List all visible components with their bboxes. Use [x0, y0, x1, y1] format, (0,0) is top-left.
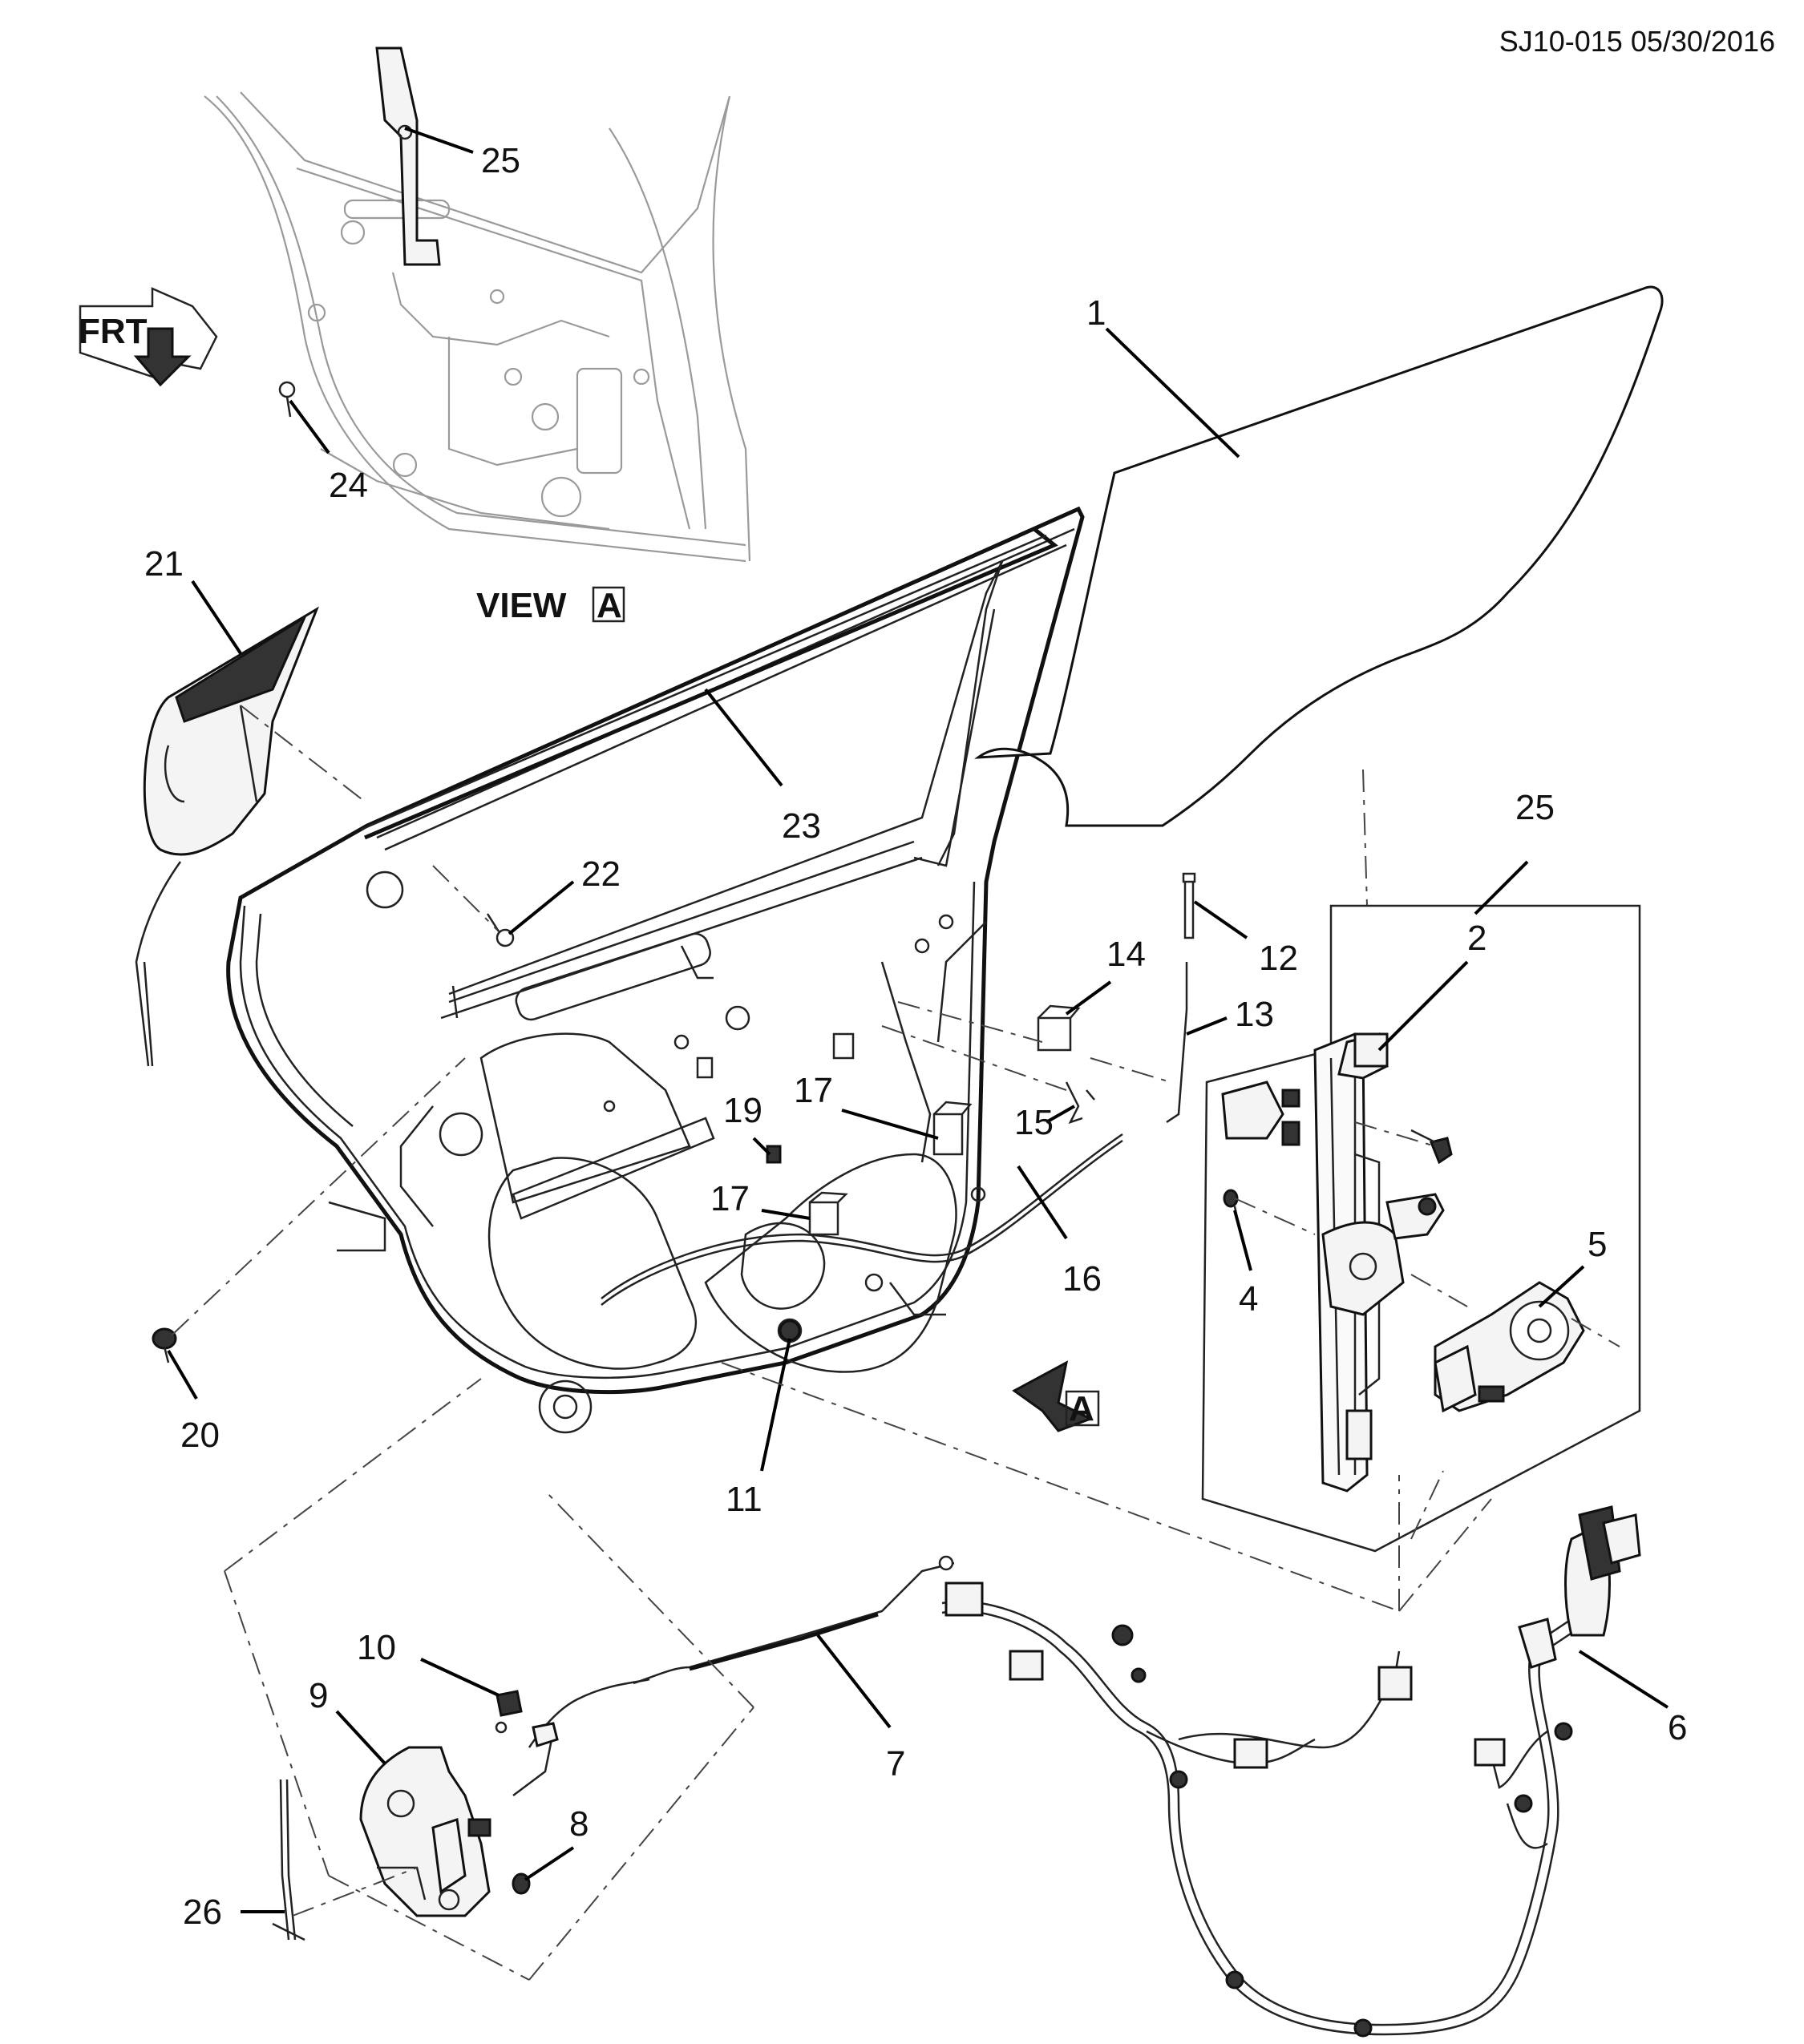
callout-22: 23 — [782, 806, 821, 846]
callout-4: 4 — [1239, 1279, 1258, 1319]
view-a-label: VIEW A — [476, 586, 625, 625]
callout-15: 15 — [1014, 1103, 1054, 1142]
view-arrow-letter: A — [1069, 1389, 1094, 1428]
part-16-cable — [601, 1133, 1123, 1306]
part-24-glass-channel — [375, 46, 441, 266]
part-21-push-pin — [486, 913, 515, 947]
part-11-nut — [779, 1319, 801, 1342]
part-17-pad-upper — [932, 1101, 973, 1156]
callout-20: 21 — [144, 544, 184, 584]
callout-7: 7 — [886, 1744, 905, 1783]
diagram-reference: SJ10-015 05/30/2016 — [1499, 25, 1775, 58]
callout-9: 9 — [309, 1676, 328, 1715]
part-22-weatherstrip — [360, 527, 1058, 1004]
callout-6: 6 — [1668, 1708, 1687, 1747]
part-6-grommet — [1518, 1505, 1641, 1669]
part-18-clip — [766, 1145, 782, 1164]
part-17-pad-lower — [808, 1191, 848, 1236]
regulator-bolt — [1410, 1129, 1453, 1165]
part-1-window-glass — [974, 285, 1664, 827]
front-label: FRT — [79, 312, 148, 351]
view-a-arrow: A — [1012, 1360, 1100, 1432]
part-26-rod — [272, 1779, 305, 1941]
view-a-inset — [204, 91, 751, 563]
part-23-bolt — [278, 381, 296, 418]
callout-11: 11 — [726, 1480, 762, 1519]
callout-17-upper: 17 — [794, 1071, 833, 1110]
callout-24: 25 — [481, 141, 520, 180]
callout-19: 20 — [180, 1416, 220, 1455]
part-10-connector — [495, 1690, 523, 1734]
view-label: VIEW — [476, 586, 567, 625]
callout-18: 19 — [723, 1091, 762, 1130]
part-9-door-lock — [359, 1746, 491, 1917]
callout-26: 26 — [183, 1893, 222, 1932]
part-13-rod — [1166, 962, 1188, 1124]
part-25-regulator-assembly — [1201, 904, 1641, 1553]
cable-to-lock — [512, 1678, 650, 1796]
part-5-motor — [1434, 1281, 1585, 1413]
callout-1: 1 — [1086, 293, 1106, 333]
part-15-clip — [1065, 1081, 1095, 1125]
callout-12: 12 — [1259, 939, 1298, 978]
door-wiring-harness — [941, 1581, 1579, 2038]
callout-23: 24 — [329, 466, 368, 505]
part-12-stud — [1182, 872, 1196, 939]
part-7-cable — [633, 1555, 955, 1685]
view-letter: A — [597, 586, 622, 625]
callout-16: 16 — [1062, 1259, 1102, 1299]
callout-21: 22 — [581, 854, 621, 894]
part-19-push-pin — [152, 1327, 177, 1363]
callout-14: 14 — [1106, 935, 1146, 974]
door-inner-panel — [226, 506, 1085, 1434]
callout-5: 5 — [1588, 1225, 1607, 1264]
callout-17-lower: 17 — [710, 1179, 750, 1218]
part-14-pad — [1037, 1004, 1081, 1052]
callout-2: 2 — [1467, 919, 1486, 958]
callout-25: 25 — [1515, 788, 1555, 827]
callout-10: 10 — [357, 1628, 396, 1667]
front-direction-arrow: FRT — [79, 287, 218, 387]
callout-8: 8 — [569, 1804, 589, 1844]
callout-13: 13 — [1235, 995, 1274, 1034]
part-20-handle-bezel — [135, 606, 319, 1067]
